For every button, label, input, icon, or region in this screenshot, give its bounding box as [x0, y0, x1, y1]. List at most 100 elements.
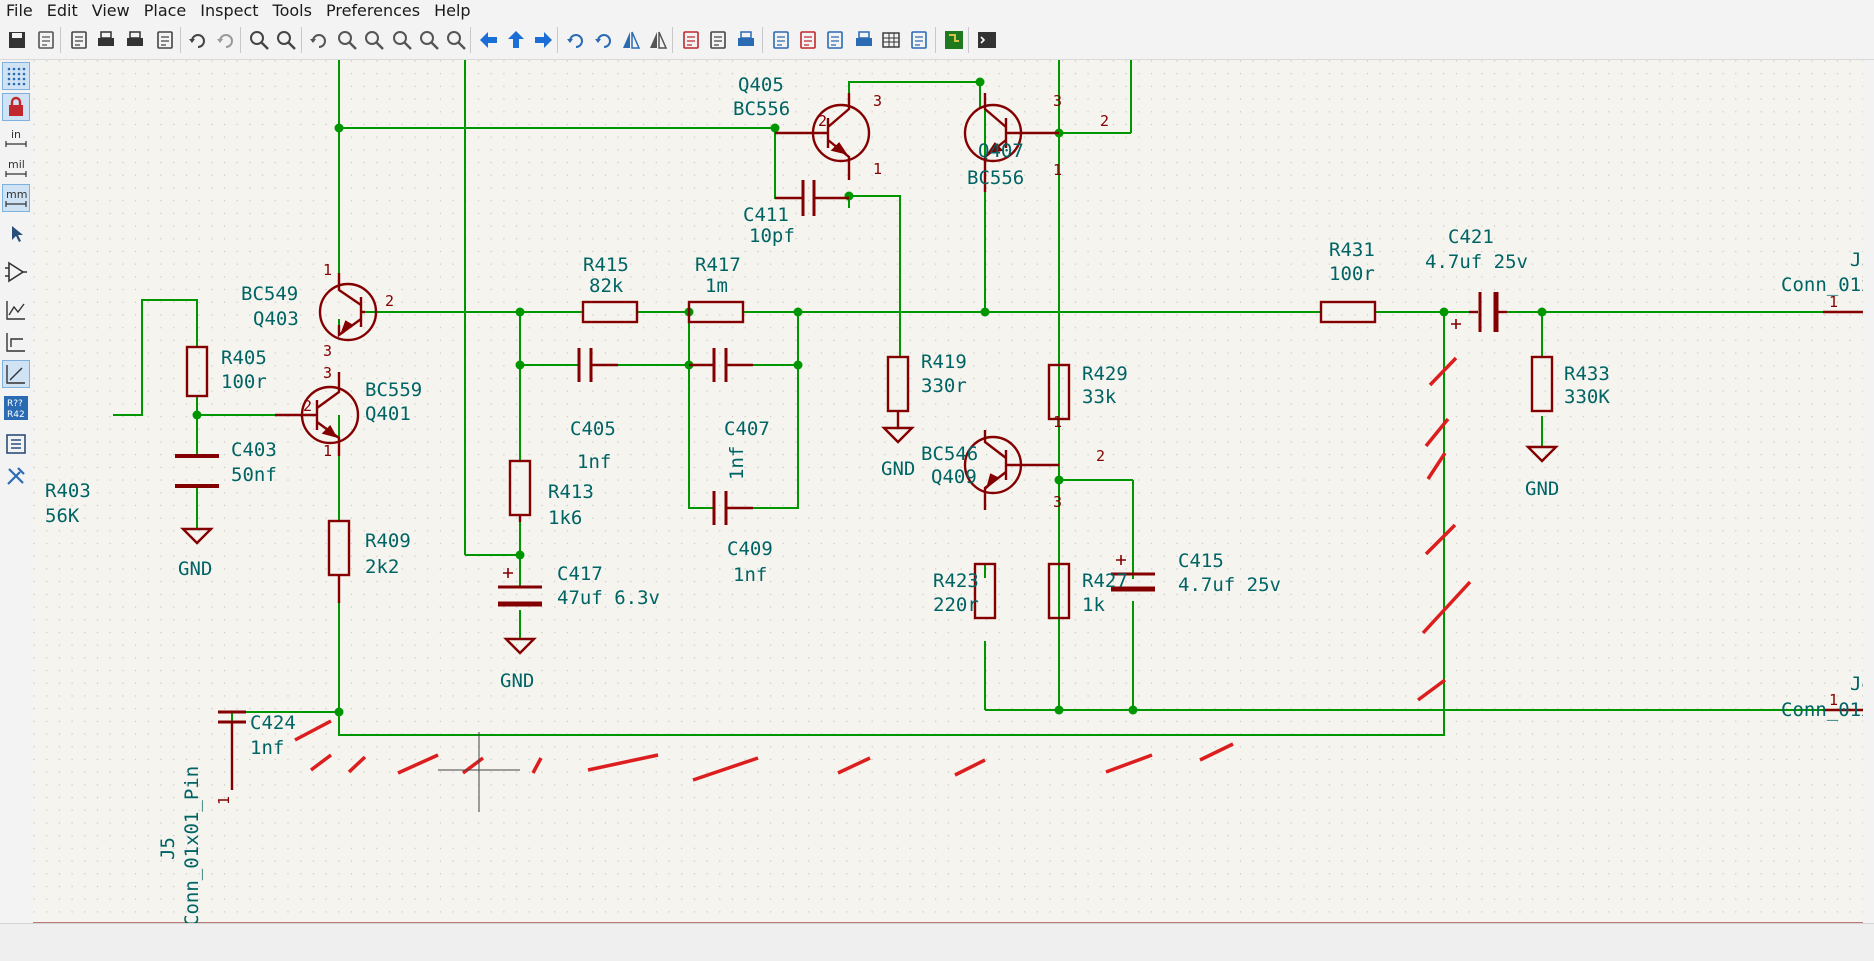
scripting-console-icon[interactable] — [974, 27, 1000, 53]
simulator-icon[interactable] — [822, 27, 848, 53]
navigate-forward-icon[interactable] — [530, 27, 556, 53]
find-icon[interactable] — [246, 27, 272, 53]
undo-icon[interactable] — [185, 27, 211, 53]
capacitor-c407[interactable] — [689, 348, 753, 382]
q405-pin1: 1 — [873, 160, 882, 178]
j4-pin1: 1 — [1829, 691, 1838, 709]
hidden-pins-icon[interactable] — [2, 258, 30, 286]
rotate-ccw-icon[interactable] — [563, 27, 589, 53]
menu-view[interactable]: View — [91, 1, 130, 20]
menu-preferences[interactable]: Preferences — [325, 1, 421, 20]
footprint-assign-icon[interactable] — [733, 27, 759, 53]
resistor-r423[interactable] — [973, 562, 997, 620]
resistor-r431[interactable] — [1319, 300, 1377, 324]
page-settings-icon[interactable] — [66, 27, 92, 53]
mirror-v-icon[interactable] — [618, 27, 644, 53]
menu-place[interactable]: Place — [143, 1, 187, 20]
annotate-icon[interactable] — [768, 27, 794, 53]
resistor-r417[interactable] — [687, 300, 745, 324]
toolbar-separator — [672, 27, 673, 53]
select-cursor-icon[interactable] — [2, 220, 30, 248]
assign-footprints-icon[interactable] — [851, 27, 877, 53]
save-icon[interactable] — [4, 27, 30, 53]
wire-mode-45-icon[interactable] — [2, 360, 30, 388]
menu-bar: File Edit View Place Inspect Tools Prefe… — [0, 0, 1874, 21]
c407-value: 1nf — [726, 446, 748, 480]
capacitor-c421[interactable] — [1451, 292, 1507, 332]
wire-mode-90-icon[interactable] — [2, 328, 30, 356]
zoom-out-icon[interactable] — [361, 27, 387, 53]
units-mils-button[interactable]: mil — [2, 154, 30, 182]
zoom-fit-icon[interactable] — [389, 27, 415, 53]
redo-icon[interactable] — [213, 27, 239, 53]
fields-table-icon[interactable] — [878, 27, 904, 53]
left-toolbar: in mil mm R??R42 — [0, 60, 34, 923]
q401-pin3: 3 — [323, 364, 332, 382]
rotate-cw-icon[interactable] — [591, 27, 617, 53]
hierarchy-navigator-icon[interactable] — [2, 430, 30, 458]
capacitor-c411[interactable] — [775, 180, 849, 216]
symbol-editor-icon[interactable] — [678, 27, 704, 53]
toolbar-separator — [470, 27, 471, 53]
erc-icon[interactable] — [795, 27, 821, 53]
properties-tools-icon[interactable] — [2, 462, 30, 490]
r423-reference: R423 — [933, 570, 979, 592]
zoom-objects-icon[interactable] — [416, 27, 442, 53]
menu-help[interactable]: Help — [434, 1, 471, 20]
capacitor-c415[interactable] — [1111, 555, 1155, 592]
wire-mode-free-icon[interactable] — [2, 296, 30, 324]
r415-reference: R415 — [583, 254, 629, 276]
transistor-q405[interactable] — [775, 93, 871, 180]
r413-value: 1k6 — [548, 507, 582, 529]
pcb-editor-icon[interactable] — [941, 27, 967, 53]
transistor-q409[interactable] — [963, 430, 1059, 510]
find-replace-icon[interactable] — [273, 27, 299, 53]
refresh-icon[interactable] — [306, 27, 332, 53]
capacitor-c424[interactable] — [218, 710, 246, 790]
resistor-r405[interactable] — [185, 345, 209, 398]
menu-inspect[interactable]: Inspect — [200, 1, 259, 20]
schematic-setup-icon[interactable] — [33, 27, 59, 53]
c417-value: 47uf 6.3v — [557, 587, 660, 609]
r427-value: 1k — [1082, 594, 1105, 616]
resistor-r427[interactable] — [1047, 562, 1071, 620]
resistor-r415[interactable] — [581, 300, 639, 324]
transistor-q407[interactable] — [963, 93, 1059, 192]
schematic-canvas[interactable]: Q405 BC556 Q407 BC556 C411 10pf R415 82k… — [33, 60, 1863, 923]
resistor-r429[interactable] — [1047, 363, 1071, 421]
q407-reference: Q407 — [978, 140, 1024, 162]
c415-value: 4.7uf 25v — [1178, 574, 1281, 596]
q405-pin2: 2 — [818, 112, 827, 130]
capacitor-c405[interactable] — [577, 348, 618, 382]
bom-icon[interactable] — [906, 27, 932, 53]
resistor-r433[interactable] — [1530, 355, 1554, 413]
navigate-up-icon[interactable] — [503, 27, 529, 53]
j3-pin1: 1 — [1829, 293, 1838, 311]
plot-icon[interactable] — [122, 27, 148, 53]
paste-icon[interactable] — [152, 27, 178, 53]
zoom-selection-icon[interactable] — [443, 27, 469, 53]
capacitor-c409[interactable] — [712, 491, 753, 525]
print-icon[interactable] — [93, 27, 119, 53]
transistor-q403[interactable] — [318, 273, 378, 342]
menu-tools[interactable]: Tools — [272, 1, 312, 20]
units-inches-button[interactable]: in — [2, 124, 30, 152]
symbol-browser-icon[interactable] — [705, 27, 731, 53]
navigate-back-icon[interactable] — [476, 27, 502, 53]
transistor-q401[interactable] — [275, 372, 360, 456]
grid-toggle-icon[interactable] — [2, 62, 30, 90]
mirror-h-icon[interactable] — [645, 27, 671, 53]
crosshair-cursor — [438, 732, 520, 812]
r409-reference: R409 — [365, 530, 411, 552]
grid-lock-icon[interactable] — [2, 93, 30, 121]
zoom-in-icon[interactable] — [334, 27, 360, 53]
menu-edit[interactable]: Edit — [46, 1, 78, 20]
r419-value: 330r — [921, 375, 967, 397]
capacitor-c403[interactable] — [175, 454, 219, 488]
menu-file[interactable]: File — [6, 1, 33, 20]
r433-value: 330K — [1564, 386, 1610, 408]
capacitor-c417[interactable] — [498, 568, 542, 607]
annotation-badge-icon[interactable]: R??R42 — [2, 394, 30, 422]
erc-markers — [294, 356, 1472, 782]
units-mm-button[interactable]: mm — [2, 184, 30, 212]
